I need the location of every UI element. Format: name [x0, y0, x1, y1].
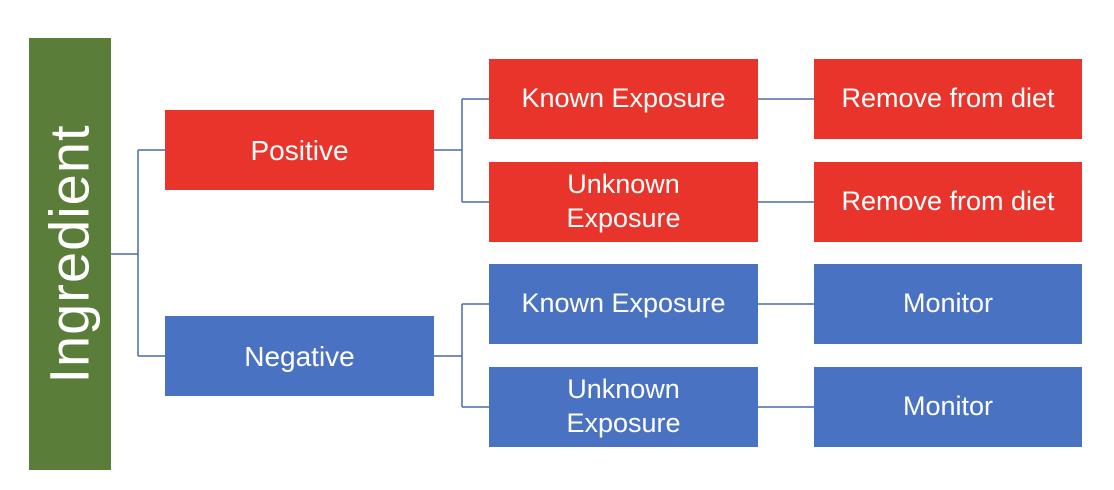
action-node-negative-known: Monitor — [814, 264, 1082, 344]
exposure-label: Known Exposure — [521, 83, 726, 114]
branch-label-positive: Positive — [250, 134, 349, 166]
exposure-node-negative-known: Known Exposure — [489, 264, 758, 344]
action-label: Monitor — [902, 288, 994, 319]
root-node-label: Ingredient — [38, 124, 102, 384]
branch-node-negative: Negative — [165, 316, 434, 396]
exposure-node-positive-known: Known Exposure — [489, 59, 758, 139]
root-node-ingredient: Ingredient — [29, 38, 111, 470]
exposure-node-negative-unknown: Unknown Exposure — [489, 367, 758, 447]
exposure-label: Unknown Exposure — [566, 374, 681, 438]
action-node-positive-unknown: Remove from diet — [814, 162, 1082, 242]
action-node-negative-unknown: Monitor — [814, 367, 1082, 447]
action-label: Remove from diet — [841, 186, 1055, 217]
action-label: Monitor — [902, 391, 994, 422]
exposure-node-positive-unknown: Unknown Exposure — [489, 162, 758, 242]
branch-label-negative: Negative — [244, 340, 355, 372]
exposure-label: Known Exposure — [521, 288, 726, 319]
action-node-positive-known: Remove from diet — [814, 59, 1082, 139]
branch-node-positive: Positive — [165, 110, 434, 190]
exposure-label: Unknown Exposure — [566, 169, 681, 233]
action-label: Remove from diet — [841, 83, 1055, 114]
